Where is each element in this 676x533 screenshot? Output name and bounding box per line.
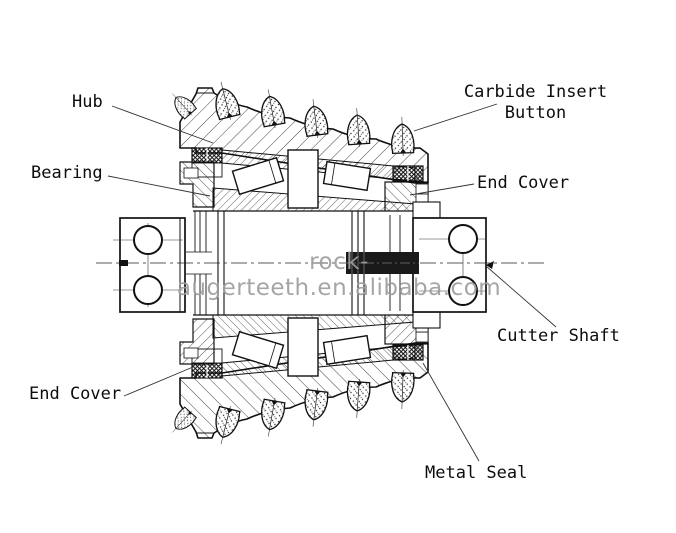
label-hub: Hub [72, 92, 103, 112]
shaft-left-block [113, 217, 186, 313]
label-end-cover-right: End Cover [477, 173, 570, 193]
bolt-hole [133, 225, 163, 255]
bolt-hole [448, 224, 478, 254]
leader-lines [107, 103, 557, 462]
label-end-cover-left: End Cover [29, 384, 122, 404]
label-carbide-insert-button: Carbide Insert Button [448, 82, 623, 124]
label-cutter-shaft: Cutter Shaft [497, 326, 620, 346]
label-metal-seal: Metal Seal [425, 463, 528, 483]
axis-centerline [96, 260, 545, 266]
label-bearing: Bearing [31, 163, 103, 183]
label-carbide-line1: Carbide Insert [463, 82, 608, 102]
assembly-bottom-half [166, 263, 428, 447]
bolt-hole [448, 276, 478, 306]
assembly-top-half [166, 79, 428, 263]
bolt-hole [133, 275, 163, 305]
label-carbide-line2: Button [504, 103, 567, 123]
shaft-right-block [412, 201, 487, 329]
leader-arrowhead [486, 261, 494, 269]
